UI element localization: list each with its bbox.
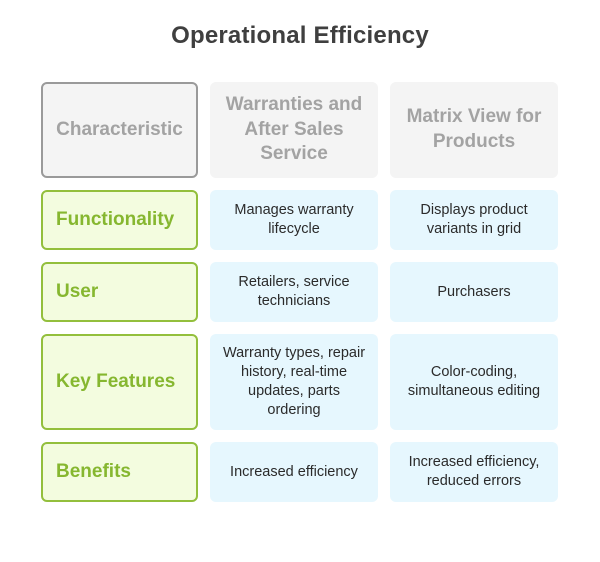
row-label-text: Benefits bbox=[56, 460, 131, 482]
row-label-functionality: Functionality bbox=[41, 190, 198, 250]
cell-text: Manages warranty lifecycle bbox=[234, 202, 354, 237]
row-label-text: User bbox=[56, 280, 99, 302]
cell-functionality-warranties: Manages warranty lifecycle bbox=[210, 190, 378, 250]
header-warranties: Warranties and After Sales Service bbox=[210, 82, 378, 178]
cell-text: Increased efficiency, reduced errors bbox=[408, 454, 540, 489]
header-characteristic-label: Characteristic bbox=[56, 118, 183, 140]
header-matrix-view: Matrix View for Products bbox=[390, 82, 558, 178]
row-label-text: Key Features bbox=[56, 370, 176, 392]
row-label-text: Functionality bbox=[56, 208, 175, 230]
cell-benefits-warranties: Increased efficiency bbox=[210, 442, 378, 502]
row-label-key-features: Key Features bbox=[41, 334, 198, 430]
cell-functionality-matrix: Displays product variants in grid bbox=[390, 190, 558, 250]
row-label-benefits: Benefits bbox=[41, 442, 198, 502]
cell-text: Color-coding, simultaneous editing bbox=[407, 364, 541, 399]
header-warranties-label: Warranties and After Sales Service bbox=[225, 93, 363, 165]
cell-key-features-matrix: Color-coding, simultaneous editing bbox=[390, 334, 558, 430]
cell-benefits-matrix: Increased efficiency, reduced errors bbox=[390, 442, 558, 502]
cell-text: Warranty types, repair history, real-tim… bbox=[222, 345, 366, 418]
cell-user-warranties: Retailers, service technicians bbox=[210, 262, 378, 322]
cell-text: Increased efficiency bbox=[230, 463, 358, 480]
cell-text: Purchasers bbox=[437, 283, 511, 300]
cell-key-features-warranties: Warranty types, repair history, real-tim… bbox=[210, 334, 378, 430]
cell-text: Retailers, service technicians bbox=[238, 274, 350, 309]
cell-user-matrix: Purchasers bbox=[390, 262, 558, 322]
cell-text: Displays product variants in grid bbox=[420, 202, 528, 237]
header-characteristic: Characteristic bbox=[41, 82, 198, 178]
diagram-title: Operational Efficiency bbox=[171, 22, 429, 49]
header-matrix-view-label: Matrix View for Products bbox=[406, 106, 542, 152]
row-label-user: User bbox=[41, 262, 198, 322]
